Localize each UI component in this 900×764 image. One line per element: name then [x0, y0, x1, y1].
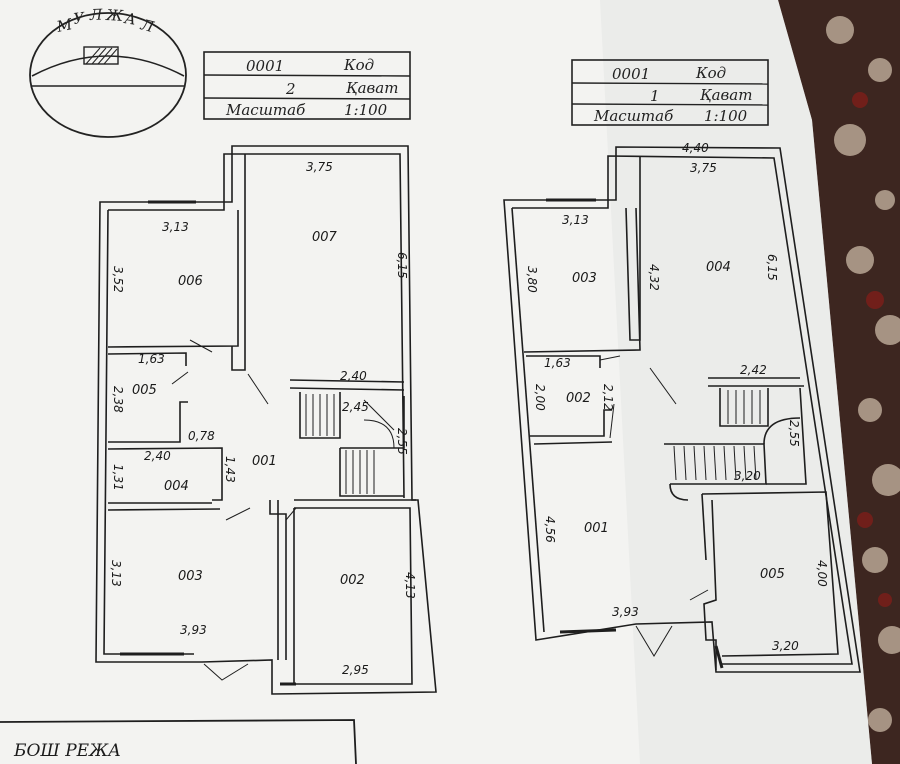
svg-text:6,15: 6,15	[765, 254, 779, 281]
svg-text:2,95: 2,95	[342, 663, 369, 677]
svg-text:4,00: 4,00	[815, 560, 829, 587]
svg-text:4,56: 4,56	[543, 516, 557, 543]
room-001: 001	[584, 521, 609, 536]
svg-text:3,13: 3,13	[162, 220, 189, 234]
svg-text:0,78: 0,78	[188, 429, 215, 443]
svg-text:1,63: 1,63	[138, 352, 165, 366]
svg-text:3,13: 3,13	[109, 560, 123, 587]
room-001: 001	[252, 454, 277, 469]
svg-text:М: М	[54, 15, 74, 36]
svg-text:1,43: 1,43	[223, 456, 237, 483]
floor-label: Қават	[700, 86, 752, 104]
scale-value: 1:100	[704, 107, 748, 125]
room-005: 005	[760, 567, 785, 582]
scale-label: Масштаб	[225, 101, 306, 119]
svg-text:3,20: 3,20	[734, 469, 761, 483]
svg-text:4,13: 4,13	[403, 572, 417, 599]
room-004: 004	[706, 260, 731, 275]
svg-text:2,38: 2,38	[111, 386, 125, 413]
plan-title: БОШ РЕЖА	[13, 741, 121, 761]
svg-text:3,80: 3,80	[525, 266, 539, 293]
svg-text:3,93: 3,93	[180, 623, 207, 637]
svg-text:2,45: 2,45	[342, 400, 369, 414]
svg-text:А: А	[122, 9, 137, 29]
svg-text:3,75: 3,75	[690, 161, 717, 175]
svg-text:1,31: 1,31	[111, 464, 125, 491]
svg-text:Л: Л	[89, 6, 104, 24]
svg-text:6,15: 6,15	[395, 252, 409, 279]
floor-value: 2	[285, 80, 296, 98]
room-002: 002	[340, 573, 365, 588]
code-label: Код	[343, 56, 374, 74]
room-006: 006	[178, 274, 203, 289]
svg-text:3,75: 3,75	[306, 160, 333, 174]
titleblock-floor-1: 0001 Код 1 Қават Масштаб 1:100	[571, 59, 769, 126]
room-005: 005	[132, 383, 157, 398]
svg-text:2,40: 2,40	[144, 449, 171, 463]
svg-text:1,63: 1,63	[544, 356, 571, 370]
room-007: 007	[312, 230, 338, 245]
room-003: 003	[178, 569, 203, 584]
code-value: 0001	[612, 65, 650, 83]
svg-text:3,52: 3,52	[111, 266, 125, 293]
svg-text:Ж: Ж	[105, 6, 125, 25]
floor-value: 1	[650, 87, 660, 105]
code-label: Код	[695, 64, 726, 82]
svg-text:Л: Л	[138, 15, 156, 36]
logo-stamp: М У Л Ж А Л	[29, 6, 187, 138]
svg-text:4,40: 4,40	[682, 141, 709, 155]
svg-text:3,13: 3,13	[562, 213, 589, 227]
svg-text:2,00: 2,00	[533, 384, 547, 411]
room-003: 003	[572, 271, 597, 286]
footer-title-box: БОШ РЕЖА	[0, 719, 357, 764]
svg-text:3,93: 3,93	[612, 605, 639, 619]
scale-label: Масштаб	[593, 107, 674, 125]
svg-text:3,20: 3,20	[772, 639, 799, 653]
scale-value: 1:100	[344, 101, 388, 119]
svg-text:2,55: 2,55	[395, 428, 409, 455]
room-004: 004	[164, 479, 189, 494]
svg-text:2,42: 2,42	[740, 363, 767, 377]
svg-text:2,40: 2,40	[340, 369, 367, 383]
svg-text:У: У	[72, 9, 86, 28]
floor-2-labels: 007 006 005 004 003 002 001 3,75 6,15 3,…	[109, 160, 417, 677]
room-002: 002	[566, 391, 591, 406]
titleblock-floor-2: 0001 Код 2 Қават Масштаб 1:100	[203, 51, 411, 120]
svg-text:2,55: 2,55	[787, 420, 801, 447]
code-value: 0001	[246, 57, 284, 75]
floor-plan-2	[95, 145, 437, 695]
floor-plan-1	[503, 146, 861, 673]
floor-label: Қават	[346, 79, 398, 97]
svg-text:4,32: 4,32	[647, 264, 661, 291]
svg-text:2,12: 2,12	[601, 384, 615, 411]
floor-1-labels: 003 004 002 001 005 4,40 3,75 3,13 3,80 …	[525, 141, 829, 653]
